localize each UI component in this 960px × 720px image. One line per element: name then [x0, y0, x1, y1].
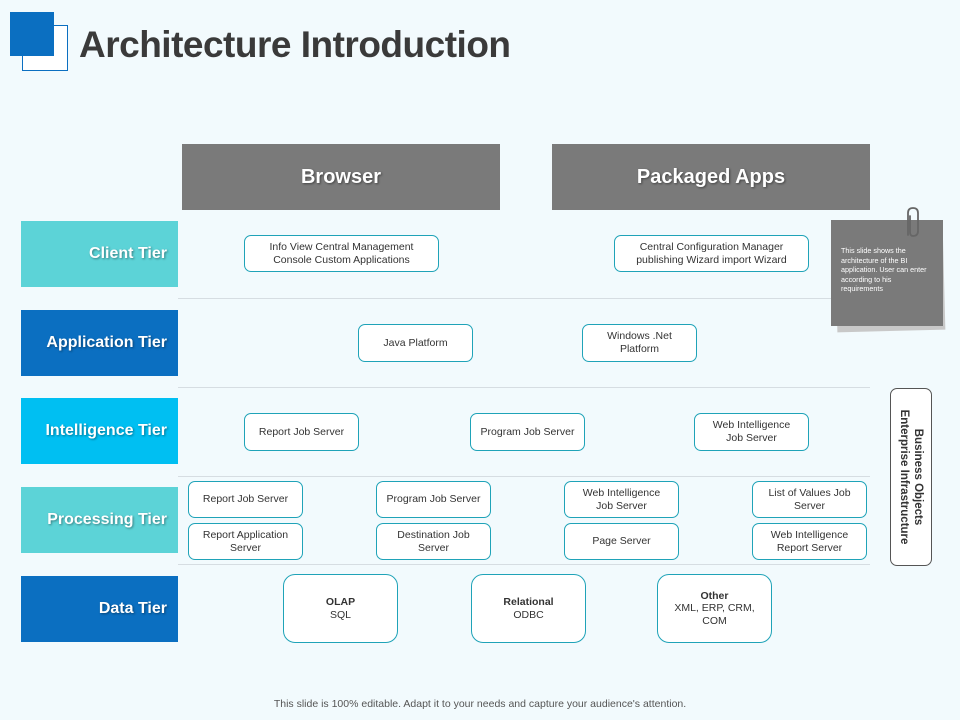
row-separator: [178, 476, 870, 477]
app-box-java: Java Platform: [358, 324, 473, 362]
proc-box-destination-line2: Server: [418, 541, 449, 554]
proc-box-web-job-line1: Web Intelligence: [582, 486, 661, 499]
tier-label-intelligence: Intelligence Tier: [21, 398, 178, 464]
proc-box-report-app-line1: Report Application: [202, 528, 289, 541]
client-box-infoview-line1: Info View Central Management: [269, 240, 414, 253]
side-label-line1: Business Objects: [912, 428, 924, 526]
proc-box-lov-job-line2: Server: [794, 499, 825, 512]
row-separator: [178, 387, 870, 388]
data-box-other-title: Other: [700, 589, 729, 602]
data-box-relational: Relational ODBC: [471, 574, 586, 643]
proc-box-report-job: Report Job Server: [188, 481, 303, 518]
row-separator: [178, 564, 870, 565]
data-box-olap-sub: SQL: [329, 608, 351, 621]
side-label-line2: Enterprise Infrastructure: [898, 409, 910, 545]
proc-box-program-job: Program Job Server: [376, 481, 491, 518]
data-box-olap: OLAP SQL: [283, 574, 398, 643]
row-separator: [178, 298, 870, 299]
tier-label-application: Application Tier: [21, 310, 178, 376]
proc-box-lov-job-line1: List of Values Job: [768, 486, 851, 499]
tier-label-processing: Processing Tier: [21, 487, 178, 553]
proc-box-program-job-label: Program Job Server: [386, 493, 481, 505]
proc-box-page: Page Server: [564, 523, 679, 560]
intel-box-web-line2: Job Server: [726, 432, 777, 444]
proc-box-report-app-line2: Server: [230, 541, 261, 554]
proc-box-page-label: Page Server: [592, 535, 651, 547]
data-box-other-sub-line2: COM: [702, 614, 727, 627]
data-box-relational-sub: ODBC: [513, 608, 544, 621]
intel-box-report-label: Report Job Server: [258, 425, 345, 438]
intel-box-program-label: Program Job Server: [480, 425, 575, 438]
infrastructure-side-label: Business Objects Enterprise Infrastructu…: [890, 388, 932, 566]
data-box-olap-title: OLAP: [325, 596, 356, 608]
proc-box-web-report-line1: Web Intelligence: [770, 528, 849, 541]
footer-note: This slide is 100% editable. Adapt it to…: [273, 698, 687, 710]
logo-square-filled: [10, 12, 54, 56]
proc-box-web-report-line2: Report Server: [776, 541, 843, 554]
data-box-relational-title: Relational: [503, 596, 554, 608]
tier-label-data: Data Tier: [21, 576, 178, 642]
client-box-infoview-line2: Console Custom Applications: [273, 253, 410, 266]
intel-box-program: Program Job Server: [470, 413, 585, 451]
data-box-other: Other XML, ERP, CRM, COM: [657, 574, 772, 643]
proc-box-web-job-line2: Job Server: [596, 499, 647, 512]
client-box-ccm-line1: Central Configuration Manager: [639, 240, 784, 253]
app-box-dotnet-line1: Windows .Net: [607, 330, 672, 342]
sticky-note: This slide shows the architecture of the…: [831, 220, 943, 326]
intel-box-report: Report Job Server: [244, 413, 359, 451]
data-box-other-sub-line1: XML, ERP, CRM,: [674, 602, 755, 615]
proc-box-report-job-label: Report Job Server: [202, 493, 289, 505]
intel-box-web-line1: Web Intelligence: [712, 419, 791, 431]
app-box-java-label: Java Platform: [383, 336, 448, 349]
browser-header: Browser: [182, 144, 500, 210]
proc-box-destination-line1: Destination Job: [397, 528, 470, 541]
app-box-dotnet-line2: Platform: [619, 343, 660, 355]
tier-label-client: Client Tier: [21, 221, 178, 287]
paperclip-icon: [907, 207, 919, 237]
packaged-apps-header: Packaged Apps: [552, 144, 870, 210]
page-title: Architecture Introduction: [79, 24, 511, 65]
client-box-ccm-line2: publishing Wizard import Wizard: [636, 253, 787, 266]
